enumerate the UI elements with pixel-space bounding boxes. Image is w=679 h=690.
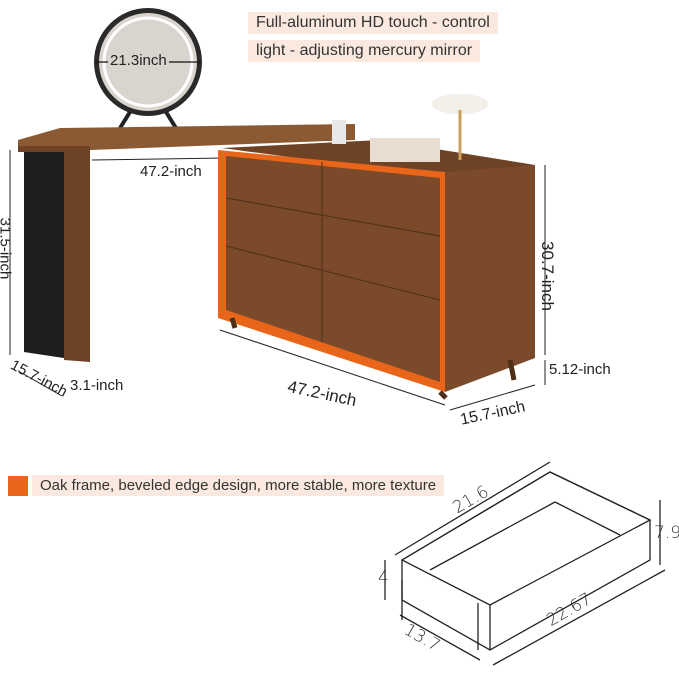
desk: [9, 124, 355, 397]
mirror-note-line2: light - adjusting mercury mirror: [248, 40, 481, 62]
legend-swatch: [8, 476, 28, 496]
dresser: [218, 94, 546, 411]
dresser-height-label: 30.7-inch: [537, 241, 557, 311]
drawer-back-height-label: 7.9: [654, 523, 679, 543]
mirror-diameter-label: 21.3inch: [108, 52, 169, 69]
mirror-note-line1: Full-aluminum HD touch - control: [248, 12, 498, 34]
leg-height-label: 5.12-inch: [549, 361, 611, 378]
drawer-front-height-label: 4: [378, 568, 389, 588]
desk-width-label: 47.2-inch: [140, 163, 202, 180]
panel-thickness-label: 3.1-inch: [70, 377, 124, 394]
drawer-diagram: [384, 461, 666, 666]
desk-height-label: 31.5-inch: [0, 217, 14, 280]
legend-text: Oak frame, beveled edge design, more sta…: [32, 475, 445, 496]
